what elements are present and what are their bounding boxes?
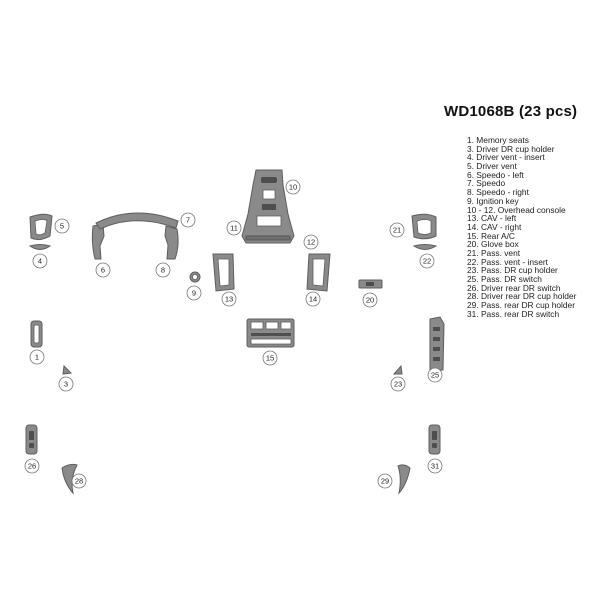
svg-text:29: 29	[381, 477, 389, 486]
callout-1: 1	[29, 349, 45, 365]
svg-text:14: 14	[309, 295, 317, 304]
svg-text:9: 9	[192, 289, 196, 298]
callout-9: 9	[186, 285, 202, 301]
svg-text:8: 8	[161, 266, 165, 275]
legend-item: 23. Pass. DR cup holder	[467, 265, 558, 276]
callout-23: 23	[390, 376, 406, 392]
callout-15: 15	[262, 350, 278, 366]
callout-28: 28	[71, 473, 87, 489]
callout-6: 6	[95, 262, 111, 278]
callout-14: 14	[305, 291, 321, 307]
part-pass-vent	[411, 213, 437, 240]
part-ignition-key	[189, 271, 201, 283]
legend-item: 7. Speedo	[467, 178, 506, 189]
callout-31: 31	[427, 458, 443, 474]
callout-12: 12	[303, 234, 319, 250]
callout-13: 13	[221, 291, 237, 307]
part-driver-vent-insert	[28, 244, 52, 250]
callout-26: 26	[24, 458, 40, 474]
svg-text:4: 4	[38, 257, 42, 266]
part-pass-dr-cup-holder	[392, 364, 403, 375]
part-pass-rear-dr-switch	[428, 424, 441, 455]
part-pass-dr-switch	[429, 316, 445, 371]
part-speedo-right	[164, 225, 179, 260]
legend-item: 14. CAV - right	[467, 221, 522, 232]
legend-item: 31. Pass. rear DR switch	[467, 308, 560, 319]
callout-4: 4	[32, 253, 48, 269]
parts-legend: 1. Memory seats 3. Driver DR cup holder …	[467, 136, 576, 318]
part-memory-seats	[30, 320, 43, 348]
legend-item: 15. Rear A/C	[467, 230, 515, 241]
legend-item: 1. Memory seats	[467, 135, 529, 145]
part-driver-dr-cup-holder	[62, 364, 73, 375]
svg-text:11: 11	[230, 224, 238, 233]
svg-text:23: 23	[394, 380, 402, 389]
part-pass-rear-dr-cup-holder	[397, 464, 411, 495]
legend-item: 22. Pass. vent - insert	[467, 256, 548, 267]
svg-text:3: 3	[64, 380, 68, 389]
legend-item: 5. Driver vent	[467, 161, 517, 172]
legend-item: 9. Ignition key	[467, 195, 519, 206]
callout-25: 25	[427, 367, 443, 383]
legend-item: 20. Glove box	[467, 239, 519, 250]
legend-item: 4. Driver vent - insert	[467, 152, 545, 163]
svg-text:12: 12	[307, 238, 315, 247]
part-driver-rear-dr-switch	[25, 424, 38, 455]
callout-5: 5	[54, 218, 70, 234]
part-pass-vent-insert	[412, 244, 438, 250]
svg-text:31: 31	[431, 462, 439, 471]
svg-text:5: 5	[60, 222, 64, 231]
callout-20: 20	[362, 292, 378, 308]
part-overhead-console	[241, 169, 295, 244]
callout-11: 11	[226, 220, 242, 236]
callout-22: 22	[419, 253, 435, 269]
part-speedo-left	[91, 223, 105, 260]
svg-text:15: 15	[266, 354, 274, 363]
svg-text:7: 7	[186, 216, 190, 225]
svg-text:20: 20	[366, 296, 374, 305]
legend-item: 26. Driver rear DR switch	[467, 282, 561, 293]
svg-text:26: 26	[28, 462, 36, 471]
part-rear-ac	[246, 318, 295, 348]
callout-3: 3	[58, 376, 74, 392]
svg-text:25: 25	[431, 371, 439, 380]
legend-item: 3. Driver DR cup holder	[467, 143, 555, 154]
callout-29: 29	[377, 473, 393, 489]
svg-text:1: 1	[35, 353, 39, 362]
callout-21: 21	[389, 222, 405, 238]
part-cav-right	[306, 253, 331, 292]
legend-item: 10 - 12. Overhead console	[467, 204, 566, 215]
legend-item: 21. Pass. vent	[467, 247, 521, 258]
svg-text:6: 6	[101, 266, 105, 275]
callout-7: 7	[180, 212, 196, 228]
legend-item: 28. Driver rear DR cup holder	[467, 291, 577, 302]
svg-text:13: 13	[225, 295, 233, 304]
part-glove-box	[358, 279, 383, 289]
svg-text:10: 10	[289, 183, 297, 192]
svg-text:21: 21	[393, 226, 401, 235]
svg-text:22: 22	[423, 257, 431, 266]
legend-item: 8. Speedo - right	[467, 187, 529, 198]
part-speedo	[95, 212, 179, 230]
legend-item: 6. Speedo - left	[467, 169, 524, 180]
part-driver-vent	[29, 213, 53, 241]
legend-item: 25. Pass. DR switch	[467, 274, 542, 284]
legend-item: 29. Pass. rear DR cup holder	[467, 300, 575, 311]
svg-text:28: 28	[75, 477, 83, 486]
legend-item: 13. CAV - left	[467, 213, 517, 224]
callout-10: 10	[285, 179, 301, 195]
part-cav-left	[212, 253, 235, 292]
callout-8: 8	[155, 262, 171, 278]
kit-title: WD1068B (23 pcs)	[444, 103, 578, 120]
